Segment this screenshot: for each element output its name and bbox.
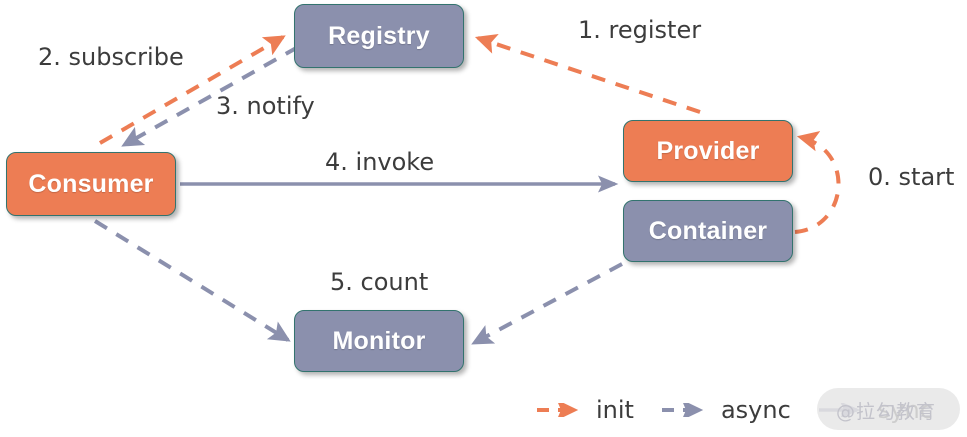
legend-label-init: init: [596, 396, 634, 424]
edge-count-consumer-path: [93, 219, 291, 342]
node-provider[interactable]: Provider: [623, 120, 793, 182]
edge-count-container-path: [471, 262, 623, 345]
node-monitor[interactable]: Monitor: [294, 310, 464, 372]
node-container[interactable]: Container: [623, 200, 793, 262]
edge-label-notify: 3. notify: [216, 92, 315, 120]
edge-register-path: [474, 33, 701, 114]
node-registry[interactable]: Registry: [294, 4, 464, 68]
node-registry-label: Registry: [328, 21, 430, 50]
edge-label-subscribe: 2. subscribe: [38, 43, 184, 71]
legend-dashed-arrow-icon: [661, 403, 704, 417]
watermark-text: @拉勾教育: [836, 401, 937, 423]
edge-label-invoke: 4. invoke: [325, 148, 435, 176]
legend-dashed-arrow-icon: [537, 403, 579, 417]
node-consumer[interactable]: Consumer: [6, 152, 176, 216]
edge-label-count: 5. count: [330, 268, 429, 296]
watermark-badge: [817, 388, 960, 430]
node-provider-label: Provider: [656, 136, 760, 165]
legend-label-async: async: [720, 396, 791, 424]
legend-item-init[interactable]: init: [535, 396, 634, 424]
node-container-label: Container: [648, 216, 768, 245]
edge-label-register: 1. register: [578, 16, 702, 44]
edge-start-path: [794, 131, 841, 234]
node-monitor-label: Monitor: [332, 326, 426, 355]
edge-label-start: 0. start: [868, 163, 955, 191]
legend-item-async[interactable]: async: [660, 396, 791, 424]
node-consumer-label: Consumer: [28, 169, 154, 198]
